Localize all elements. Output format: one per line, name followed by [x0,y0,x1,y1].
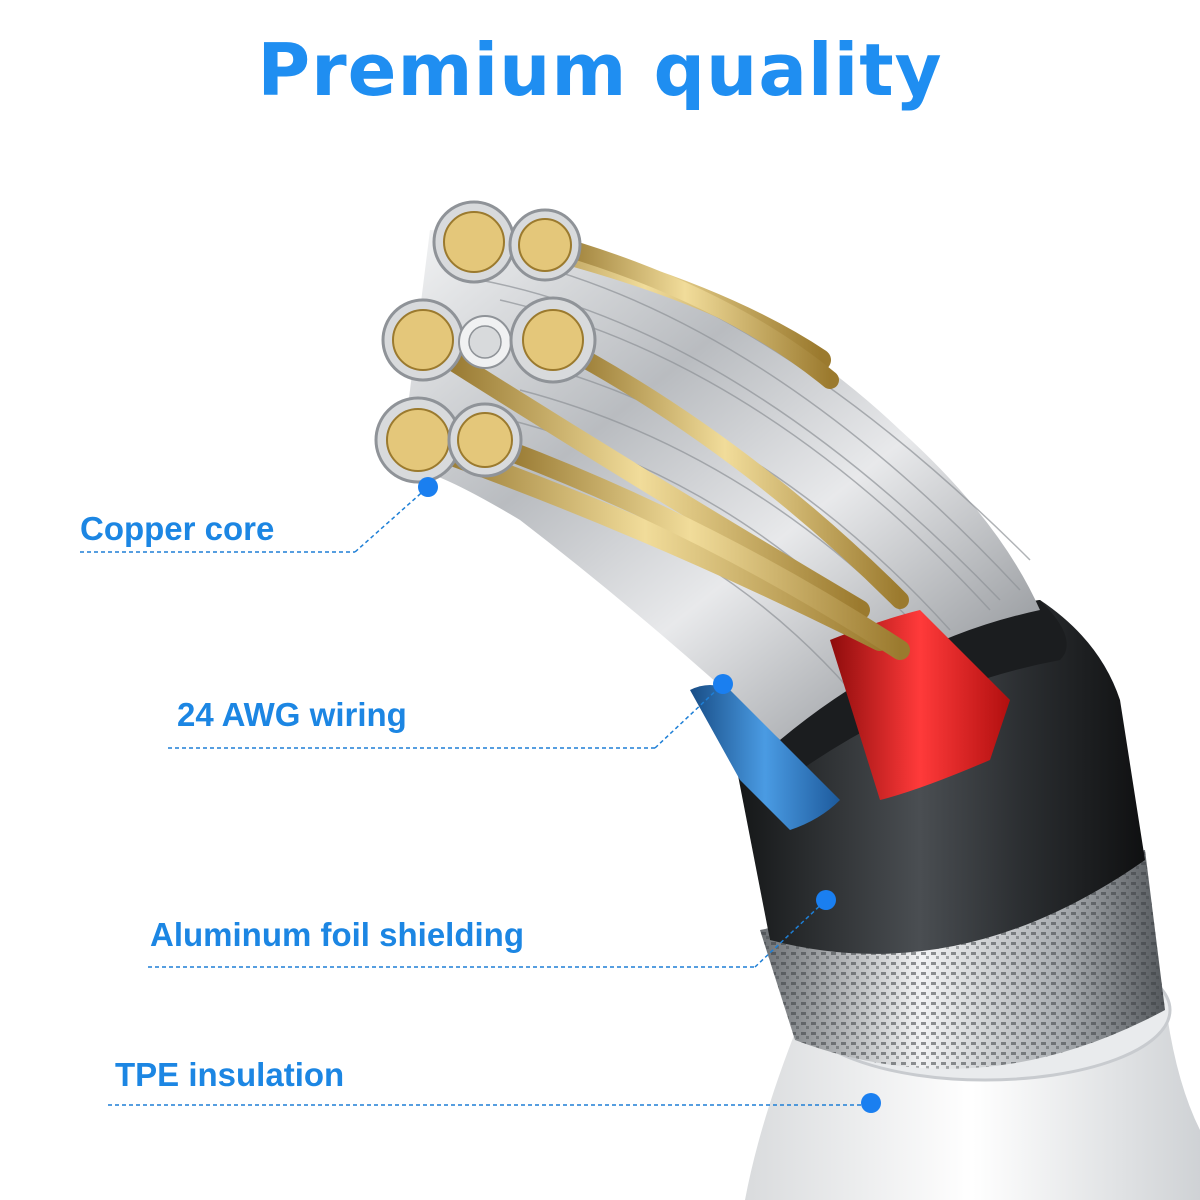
inner-wires [690,610,1010,830]
page-title: Premium quality [257,28,943,112]
leader-lines [80,486,868,1106]
copper-core-label: Copper core [80,510,275,547]
strand-end-caps [374,200,597,484]
tpe-insulation-label: TPE insulation [115,1056,345,1093]
foil-shielding-marker-dot-icon [816,890,836,910]
awg-wiring-label: 24 AWG wiring [177,696,407,733]
tpe-insulation-marker-dot-icon [861,1093,881,1113]
awg-wiring-marker-dot-icon [713,674,733,694]
copper-core-marker-dot-icon [418,477,438,497]
foil-shielding-label: Aluminum foil shielding [150,916,524,953]
